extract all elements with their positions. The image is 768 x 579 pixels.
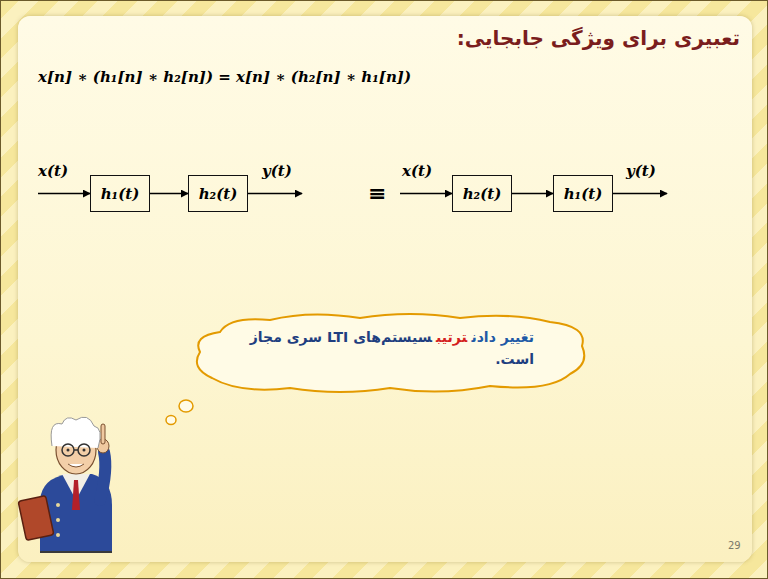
output-arrow — [613, 193, 667, 195]
input-arrow — [400, 193, 452, 195]
input-arrow — [38, 193, 90, 195]
system-box: h₂(t) — [188, 175, 248, 212]
thought-cloud: تغییر دادنترتیبسیستم‌های LTI سری مجاز اس… — [190, 312, 590, 394]
system-label: h₂(t) — [463, 185, 502, 203]
system-label: h₁(t) — [101, 185, 140, 203]
note-text: ترتیب — [436, 329, 467, 345]
equivalence-symbol: ≡ — [368, 180, 386, 206]
professor-figure — [18, 417, 112, 552]
system-box: h₂(t) — [452, 175, 512, 212]
cloud-note: تغییر دادنترتیبسیستم‌های LTI سری مجاز اس… — [190, 312, 590, 381]
equation: x[n] ∗ (h₁[n] ∗ h₂[n]) = x[n] ∗ (h₂[n] ∗… — [38, 68, 411, 86]
output-arrow — [248, 193, 302, 195]
signal-label: y(t) — [262, 162, 292, 180]
signal-label: y(t) — [626, 162, 656, 180]
slide-title: تعبیری برای ویژگی جابجایی: — [457, 26, 740, 50]
thought-bubble — [166, 416, 176, 425]
thought-bubble — [179, 400, 193, 412]
page-number: 29 — [728, 540, 741, 551]
system-box: h₁(t) — [90, 175, 150, 212]
system-label: h₂(t) — [199, 185, 238, 203]
note-text: تغییر دادن — [471, 329, 534, 345]
signal-label: x(t) — [402, 162, 432, 180]
signal-label: x(t) — [38, 162, 68, 180]
system-box: h₁(t) — [553, 175, 613, 212]
signal-arrow — [150, 193, 188, 195]
signal-arrow — [512, 193, 553, 195]
system-label: h₁(t) — [564, 185, 603, 203]
slide-panel — [18, 16, 752, 562]
